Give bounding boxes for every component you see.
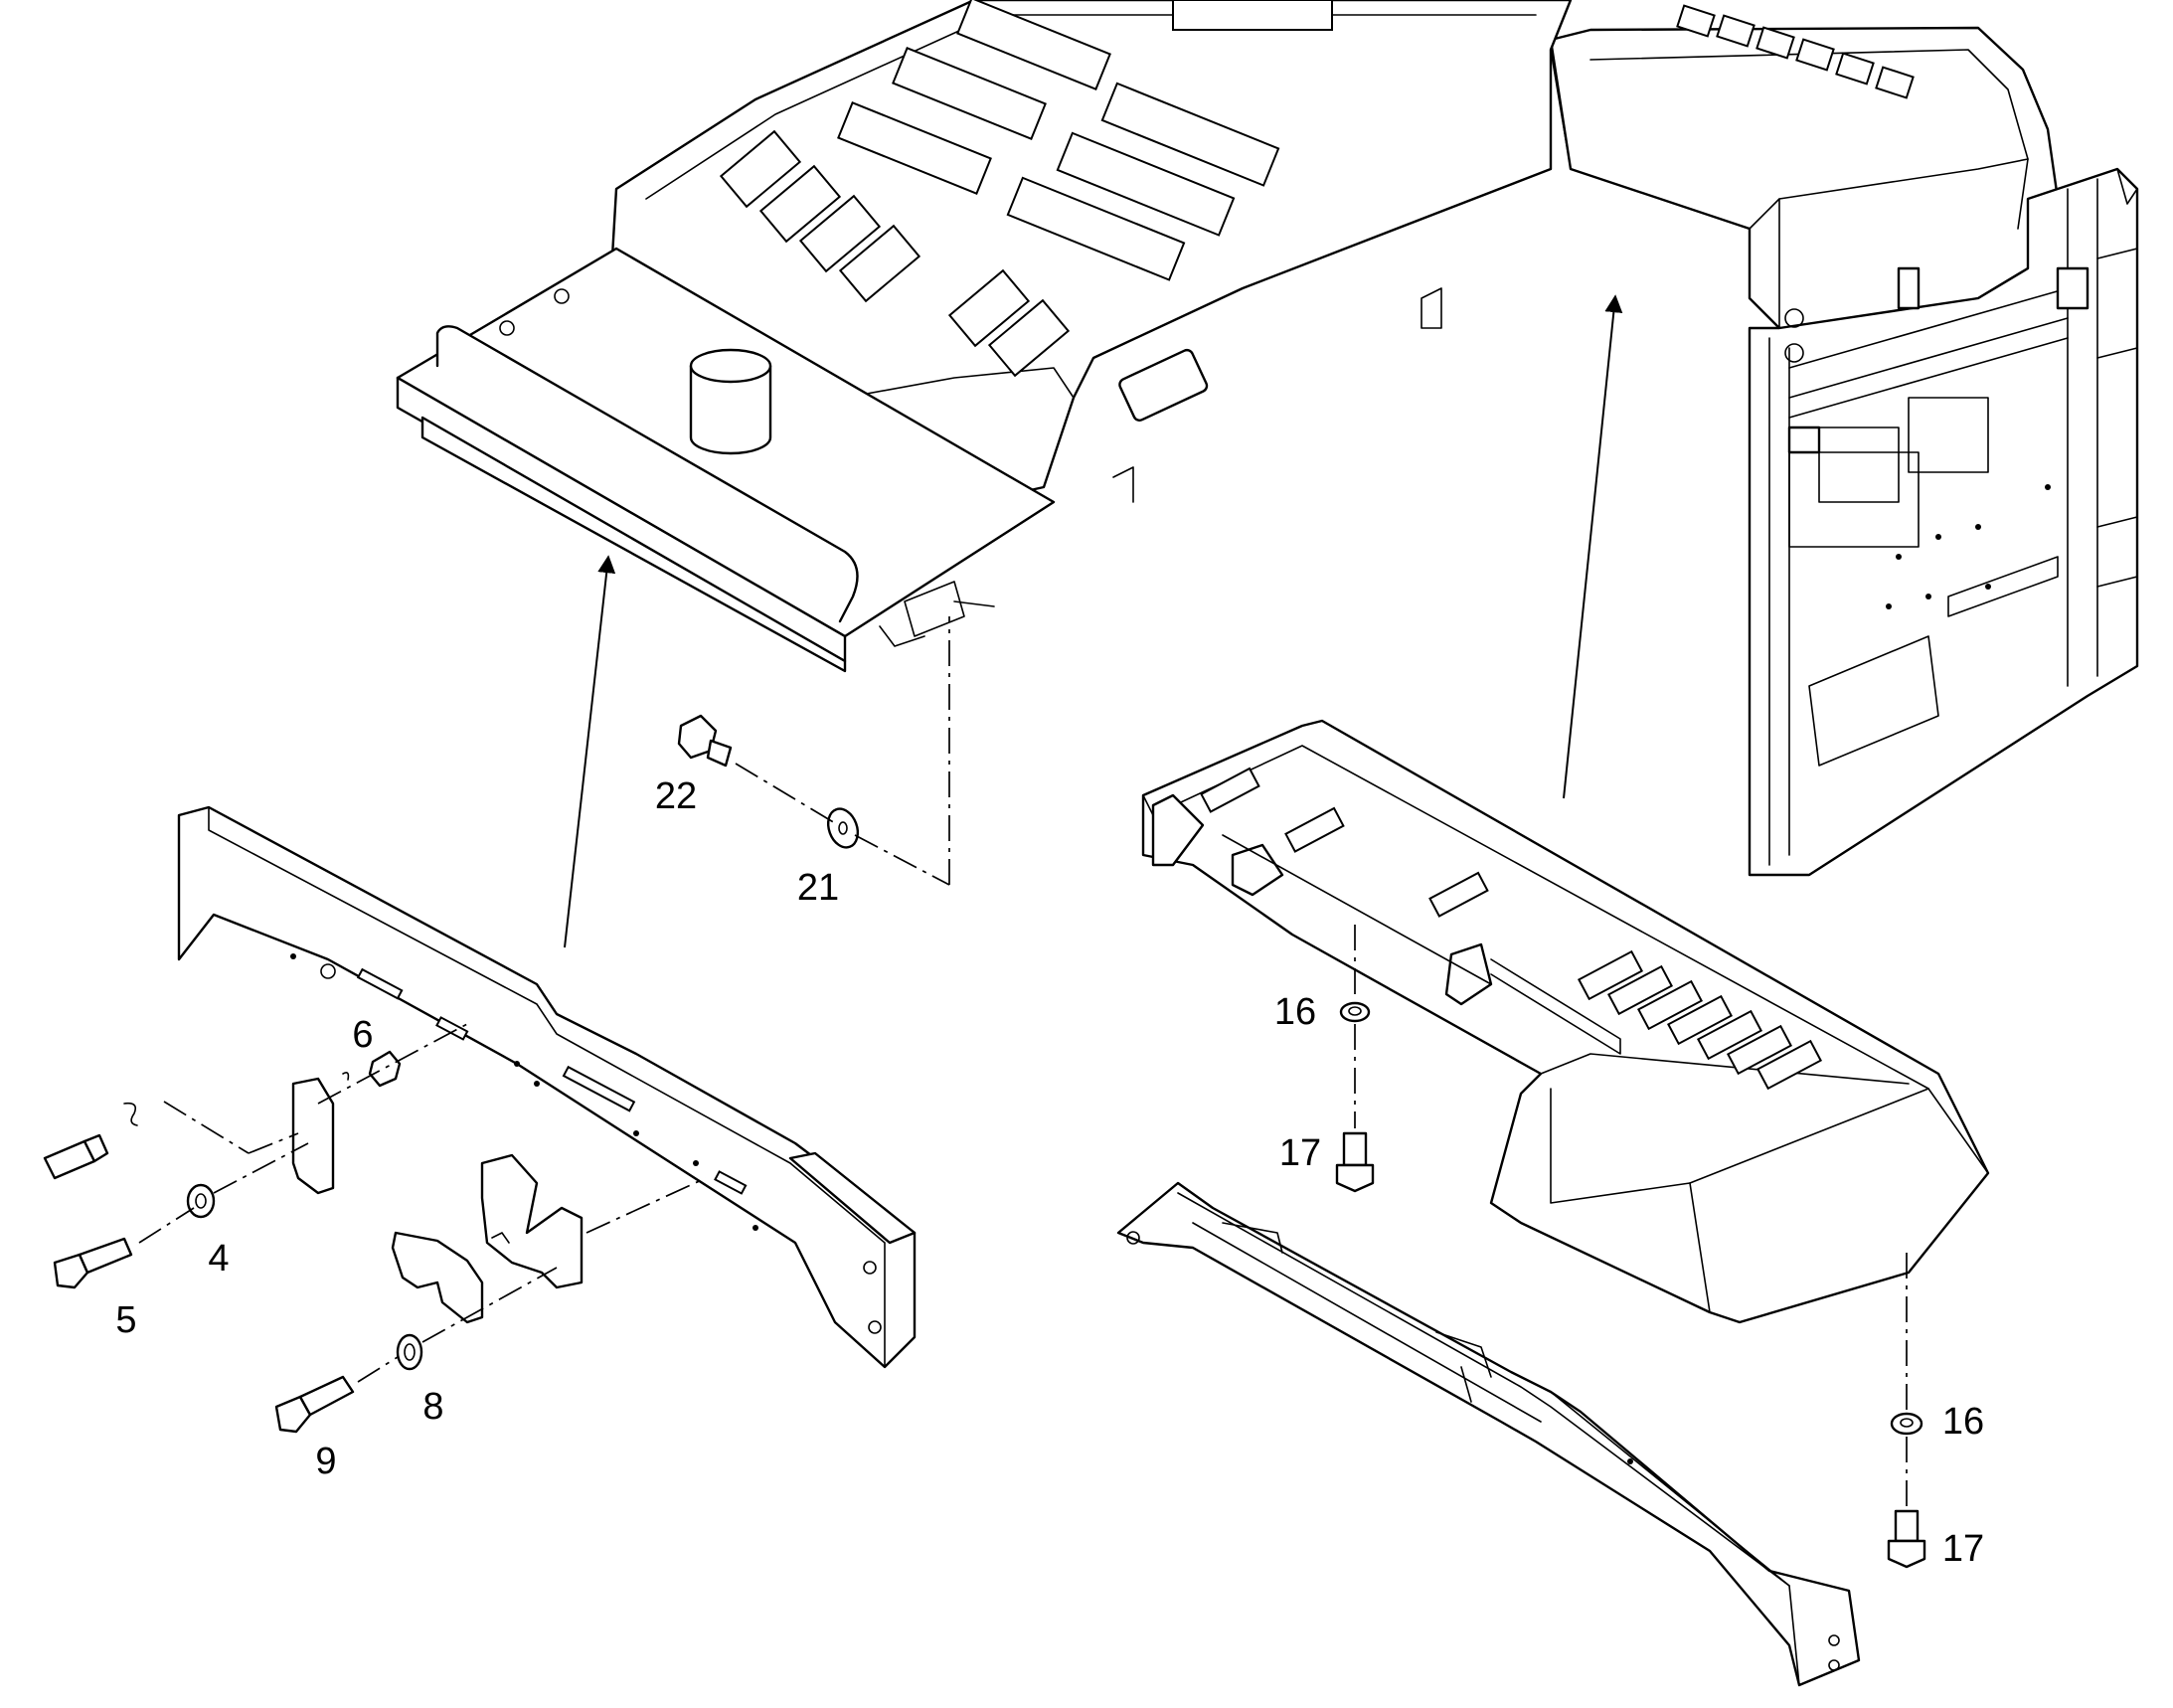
- callout-5: 5: [115, 1299, 136, 1341]
- callout-6: 6: [352, 1014, 373, 1056]
- base-vents: [1200, 767, 1823, 1091]
- hood-vents-right: [1676, 4, 1915, 99]
- callout-21: 21: [797, 867, 839, 909]
- callout-labels: 6 4 5 8 9 22 21 16 17 16 17: [115, 775, 1984, 1570]
- washer-8: [396, 1333, 423, 1371]
- rear-beam: [1116, 1181, 1861, 1687]
- hood-latch: [1118, 348, 1209, 422]
- callout-4: 4: [208, 1238, 229, 1280]
- hood-vents-main: [719, 0, 1333, 378]
- callout-8: 8: [422, 1386, 443, 1428]
- arrow-to-hood-rear: [1563, 294, 1623, 799]
- assembly-lines: [138, 294, 1908, 1506]
- callout-16-lower: 16: [1942, 1401, 1984, 1443]
- grab-handle: [435, 325, 859, 623]
- callout-17-lower: 17: [1942, 1528, 1984, 1570]
- rear-base-pan: [1141, 719, 1990, 1324]
- bolt-9: [274, 1395, 312, 1434]
- filler-neck: [689, 348, 772, 455]
- callout-16-upper: 16: [1274, 991, 1316, 1033]
- hood-assembly: [396, 0, 2060, 673]
- washer-16-lower: [1890, 1412, 1923, 1436]
- bolt-5: [53, 1253, 89, 1289]
- washer-16-upper: [1339, 1001, 1371, 1023]
- slotted-plate: [391, 1231, 484, 1324]
- nut-6: [368, 1050, 402, 1088]
- clip-pin: [123, 1102, 138, 1126]
- hitch-bracket: [291, 1077, 335, 1195]
- washer-21: [826, 807, 860, 849]
- callout-9: 9: [315, 1441, 336, 1482]
- hardware: [43, 714, 1926, 1569]
- front-bumper-plate: [177, 805, 917, 1369]
- bolt-17-lower: [1894, 1509, 1920, 1543]
- bolt-17-upper: [1342, 1131, 1368, 1167]
- callout-17-upper: 17: [1279, 1132, 1321, 1174]
- callout-22: 22: [655, 775, 697, 817]
- washer-4: [186, 1183, 216, 1219]
- arrow-to-hood-front: [564, 555, 616, 948]
- cab-frame: [1748, 167, 2139, 877]
- counterweight-block: [480, 1153, 584, 1289]
